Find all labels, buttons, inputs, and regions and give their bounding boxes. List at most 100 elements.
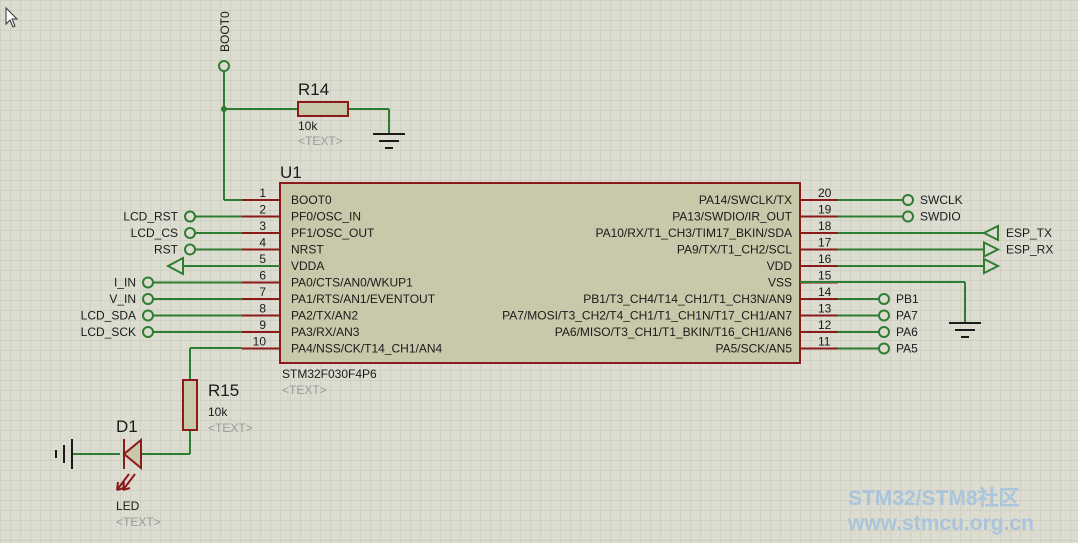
r14-ground-icon — [373, 133, 405, 149]
u1-pin-name: PA14/SWCLK/TX — [699, 193, 792, 207]
net-terminal[interactable] — [184, 210, 196, 223]
net-terminal[interactable] — [878, 342, 890, 355]
net-terminal[interactable] — [878, 326, 890, 338]
watermark-line2: www.stmcu.org.cn — [847, 512, 1034, 535]
vdd-power-arrow-icon — [983, 257, 1001, 275]
net-label: LCD_SCK — [81, 325, 136, 339]
net-terminal[interactable] — [902, 194, 914, 206]
net-label: ESP_TX — [1006, 226, 1052, 240]
port-arrow-icon[interactable] — [981, 224, 999, 242]
boot0-terminal[interactable] — [218, 60, 230, 72]
vdda-power-arrow-icon — [165, 256, 184, 276]
net-terminal[interactable] — [902, 210, 914, 223]
u1-pin-number: 13 — [818, 302, 832, 316]
cursor-arrow-icon — [5, 6, 19, 28]
net-terminal[interactable] — [184, 243, 196, 256]
u1-pin-name: PA7/MOSI/T3_CH2/T4_CH1/T1_CH1N/T17_CH1/A… — [502, 309, 792, 323]
net-terminal[interactable] — [142, 276, 154, 289]
u1-pin-name: PA6/MISO/T3_CH1/T1_BKIN/T16_CH1/AN6 — [555, 325, 793, 339]
u1-pin-name: VDD — [767, 259, 793, 273]
net-label: I_IN — [114, 276, 136, 290]
d1-ground-icon — [55, 439, 73, 469]
junction-dot — [221, 106, 227, 112]
u1-pin-number: 17 — [818, 236, 832, 250]
r14-text: <TEXT> — [298, 134, 343, 148]
u1-pin-name: PF1/OSC_OUT — [291, 226, 375, 240]
u1-pin-name: PA4/NSS/CK/T14_CH1/AN4 — [291, 342, 442, 356]
r14-ref: R14 — [298, 80, 329, 99]
u1-pin-number: 7 — [259, 285, 266, 299]
r14-value: 10k — [298, 119, 318, 133]
r15-text: <TEXT> — [208, 421, 253, 435]
d1-ref: D1 — [116, 417, 138, 436]
u1-pin-number: 9 — [259, 318, 266, 332]
net-label: SWCLK — [920, 193, 963, 207]
net-label: PB1 — [896, 292, 919, 306]
u1-pin-number: 12 — [818, 318, 832, 332]
u1-ref: U1 — [280, 163, 302, 182]
u1-pin-number: 8 — [259, 302, 266, 316]
d1-type: LED — [116, 499, 140, 513]
u1-pin-name: PA9/TX/T1_CH2/SCL — [677, 243, 792, 257]
r15-value: 10k — [208, 405, 228, 419]
net-label: PA7 — [896, 309, 918, 323]
u1-chip-body[interactable] — [279, 182, 801, 364]
r15-resistor[interactable] — [182, 379, 198, 431]
u1-pin-name: BOOT0 — [291, 193, 332, 207]
u1-pin-number: 11 — [818, 335, 831, 349]
net-label: LCD_SDA — [81, 309, 136, 323]
port-arrow-icon[interactable] — [983, 240, 1001, 259]
net-label: RST — [154, 243, 179, 257]
net-terminal[interactable] — [878, 293, 890, 305]
net-label: SWDIO — [920, 210, 961, 224]
d1-text: <TEXT> — [116, 515, 161, 529]
net-label: LCD_CS — [131, 226, 178, 240]
net-label: PA5 — [896, 342, 918, 356]
u1-text: <TEXT> — [282, 383, 327, 397]
r14-resistor[interactable] — [297, 101, 349, 117]
net-terminal[interactable] — [142, 309, 154, 322]
net-terminal[interactable] — [878, 309, 890, 322]
u1-pin-number: 18 — [818, 219, 832, 233]
r15-ref: R15 — [208, 381, 239, 400]
u1-pin-name: PA0/CTS/AN0/WKUP1 — [291, 276, 413, 290]
u1-pin-number: 5 — [259, 252, 266, 266]
u1-part: STM32F030F4P6 — [282, 367, 377, 381]
u1-pin-number: 14 — [818, 285, 832, 299]
u1-pin-number: 16 — [818, 252, 832, 266]
u1-pin-name: PA13/SWDIO/IR_OUT — [672, 210, 792, 224]
net-label: PA6 — [896, 325, 918, 339]
u1-pin-name: NRST — [291, 243, 324, 257]
net-label: ESP_RX — [1006, 243, 1053, 257]
u1-pin-name: PF0/OSC_IN — [291, 210, 361, 224]
u1-pin-name: PA1/RTS/AN1/EVENTOUT — [291, 292, 436, 306]
u1-pin-number: 10 — [253, 335, 267, 349]
net-label: LCD_RST — [123, 210, 178, 224]
u1-pin-number: 15 — [818, 269, 832, 283]
u1-pin-number: 3 — [259, 219, 266, 233]
watermark-line1: STM32/STM8社区 — [848, 486, 1020, 510]
u1-pin-number: 6 — [259, 269, 266, 283]
u1-pin-number: 4 — [259, 236, 266, 250]
net-terminal[interactable] — [142, 326, 154, 338]
boot0-label: BOOT0 — [218, 11, 232, 52]
net-terminal[interactable] — [184, 227, 196, 239]
vss-net — [800, 281, 966, 322]
u1-pin-number: 1 — [259, 186, 266, 200]
u1-pin-name: PB1/T3_CH4/T14_CH1/T1_CH3N/AN9 — [583, 292, 792, 306]
u1-pin-name: PA3/RX/AN3 — [291, 325, 360, 339]
u1-pin-name: PA10/RX/T1_CH3/TIM17_BKIN/SDA — [595, 226, 792, 240]
u1-pin-number: 2 — [259, 203, 266, 217]
net-label: V_IN — [109, 292, 136, 306]
u1-pin-name: VSS — [768, 276, 792, 290]
u1-pin-number: 19 — [818, 203, 832, 217]
d1-led-icon[interactable] — [116, 437, 142, 491]
u1-pin-number: 20 — [818, 186, 832, 200]
u1-pin-name: PA2/TX/AN2 — [291, 309, 358, 323]
u1-pin-name: PA5/SCK/AN5 — [716, 342, 793, 356]
pa4-led-net — [72, 347, 242, 455]
net-terminal[interactable] — [142, 293, 154, 305]
vss-ground-icon — [949, 322, 981, 338]
u1-pin-name: VDDA — [291, 259, 324, 273]
